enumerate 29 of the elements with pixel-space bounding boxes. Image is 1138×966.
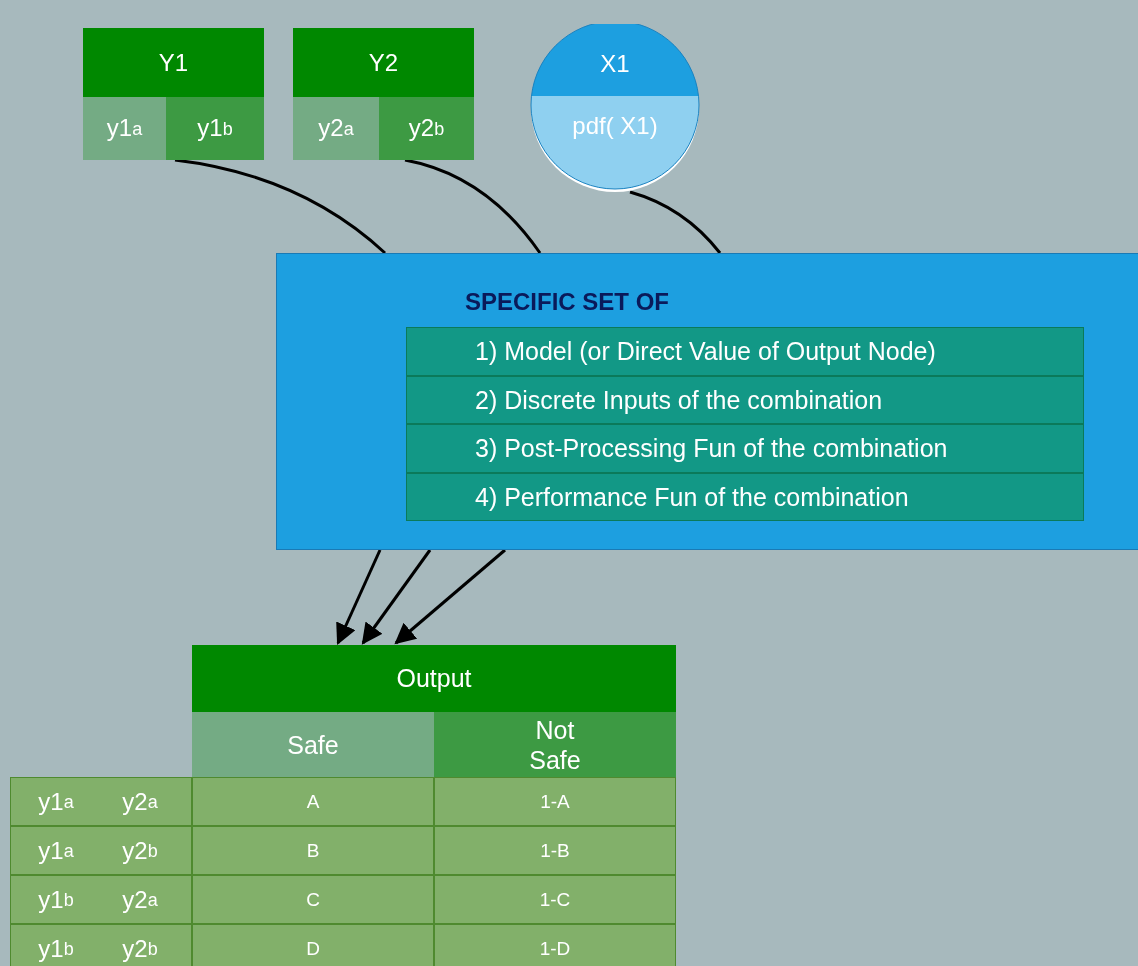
table-value: B xyxy=(305,838,321,863)
arrow xyxy=(394,548,506,645)
settings-panel xyxy=(276,253,1138,550)
table-value: 1-C xyxy=(538,887,572,912)
table-value: 1-B xyxy=(539,838,571,863)
connector-line xyxy=(629,190,722,254)
variable-table xyxy=(83,28,264,160)
state-cell: Not Safe xyxy=(434,712,676,777)
list-row: 4) Performance Fun of the combination xyxy=(406,473,1084,521)
table-value: C xyxy=(305,887,321,912)
state-cell: Safe xyxy=(192,712,434,777)
list-row: 3) Post-Processing Fun of the combination xyxy=(406,424,1084,473)
table-heading: Output xyxy=(192,645,676,712)
list-row: 2) Discrete Inputs of the combination xyxy=(406,376,1084,424)
table-heading: Y1 xyxy=(157,47,190,78)
table-heading: Y2 xyxy=(367,47,400,78)
circle-heading: X1 xyxy=(599,49,631,79)
table-value: 1-A xyxy=(539,789,571,814)
table-value: 1-D xyxy=(538,936,572,961)
table-value: A xyxy=(305,789,321,814)
arrow xyxy=(361,549,432,645)
list-row: 1) Model (or Direct Value of Output Node) xyxy=(406,327,1084,376)
arrow xyxy=(336,549,382,645)
circle-text: pdf( X1) xyxy=(571,111,659,141)
connector-line xyxy=(174,158,386,255)
variable-table xyxy=(293,28,474,160)
panel-heading: SPECIFIC SET OF xyxy=(465,287,671,317)
table-value: D xyxy=(305,936,321,961)
connector-line xyxy=(404,158,542,254)
